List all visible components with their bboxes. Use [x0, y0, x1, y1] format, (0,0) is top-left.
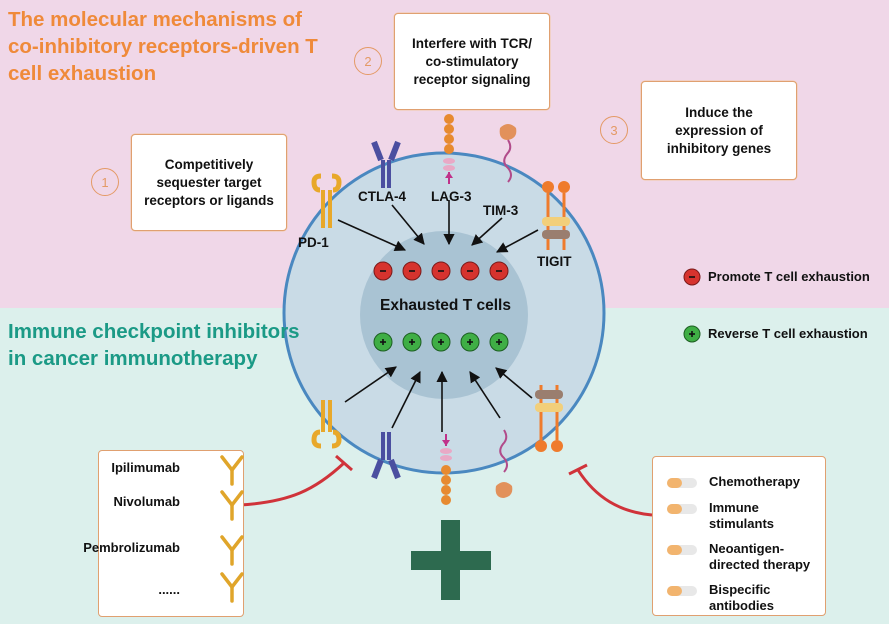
legend-reverse-text: Reverse T cell exhaustion	[708, 326, 868, 341]
mechanism-1-number: 1	[91, 168, 119, 196]
inhibit-line-left	[239, 461, 346, 507]
tigit-receptor-bottom	[535, 385, 563, 452]
inhibit-bar-right	[568, 463, 588, 476]
mechanism-1-box: Competitively sequester target receptors…	[131, 134, 287, 231]
mechanism-2-box: Interfere with TCR/ co-stimulatory recep…	[394, 13, 550, 110]
mechanism-2-text: Interfere with TCR/ co-stimulatory recep…	[411, 35, 532, 87]
therapy-chemotherapy: Chemotherapy	[709, 474, 801, 489]
drug-ipilimumab: Ipilimumab	[111, 460, 180, 475]
legend-promote-icon	[683, 268, 701, 286]
pd1-receptor-top	[311, 173, 342, 228]
inhibit-line-right	[576, 469, 653, 517]
therapy-immune-stimulants: Immune stimulants	[709, 500, 775, 531]
top-title: The molecular mechanisms of co-inhibitor…	[8, 8, 318, 85]
label-tim3: TIM-3	[483, 203, 519, 218]
drug-more: ......	[158, 582, 180, 597]
signal-arrows-bottom	[344, 366, 533, 432]
t-cell-nucleus	[360, 231, 528, 399]
pd1-receptor-bottom	[311, 400, 342, 449]
cell-label: Exhausted T cells	[380, 297, 511, 314]
bottom-title: Immune checkpoint inhibitors in cancer i…	[8, 320, 300, 370]
label-tigit: TIGIT	[537, 254, 572, 269]
tigit-receptor-top	[542, 181, 570, 250]
mechanism-3-number: 3	[600, 116, 628, 144]
therapy-neoantigen: Neoantigen-directed therapy	[709, 541, 811, 572]
plus-sign-icon	[411, 520, 491, 600]
therapy-bispecific: Bispecific antibodies	[709, 582, 775, 613]
drug-pembrolizumab: Pembrolizumab	[83, 540, 180, 555]
mechanism-3-box: Induce the expression of inhibitory gene…	[641, 81, 797, 180]
label-lag3: LAG-3	[431, 189, 472, 204]
ctla4-receptor-top	[371, 140, 401, 188]
lag3-receptor-bottom	[440, 434, 452, 505]
promote-exhaustion-signs	[373, 261, 509, 281]
tim3-receptor-top	[499, 124, 517, 183]
checkpoint-inhibitor-panel	[98, 450, 244, 617]
drug-nivolumab: Nivolumab	[113, 494, 180, 509]
legend-reverse-icon	[683, 325, 701, 343]
inhibit-bar-left	[335, 454, 353, 472]
label-ctla4: CTLA-4	[358, 189, 406, 204]
ctla4-receptor-bottom	[371, 432, 401, 480]
mechanism-1-text: Competitively sequester target receptors…	[144, 156, 274, 208]
lag3-receptor-top	[443, 114, 455, 184]
legend-promote-text: Promote T cell exhaustion	[708, 269, 870, 284]
tim3-receptor-bottom	[495, 429, 513, 498]
signal-arrows-top	[337, 200, 539, 253]
mechanism-2-number: 2	[354, 47, 382, 75]
mechanism-3-text: Induce the expression of inhibitory gene…	[666, 104, 772, 156]
label-pd1: PD-1	[298, 235, 329, 250]
reverse-exhaustion-signs	[373, 332, 509, 352]
